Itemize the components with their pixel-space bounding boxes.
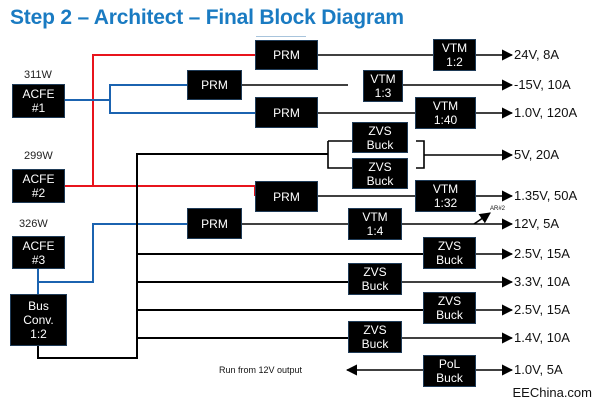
prm-label: PRM <box>273 48 300 62</box>
output-label: 5V, 20A <box>514 147 560 162</box>
ar-annotation: AR#2 <box>490 206 506 212</box>
buck-label: Buck <box>436 308 463 322</box>
buck-label: Buck <box>366 137 394 152</box>
zvs-label: ZVS <box>363 323 387 337</box>
black-bus <box>37 153 423 359</box>
zvs-buck-5v-b: ZVS Buck <box>352 158 408 189</box>
acfe1-label: ACFE <box>22 87 55 101</box>
zvs-buck-2v5-b: ZVS Buck <box>423 292 476 324</box>
vtm-ratio: 1:4 <box>366 224 384 238</box>
run-from-12v-note: Run from 12V output <box>219 365 303 375</box>
vtm-label: VTM <box>362 210 388 224</box>
acfe2-number: #2 <box>31 186 46 200</box>
output-label: 1.0V, 5A <box>514 362 563 377</box>
output-label: 24V, 8A <box>514 47 560 62</box>
vtm-ratio: 1:40 <box>433 113 458 127</box>
zvs-buck-3v3: ZVS Buck <box>348 263 402 295</box>
acfe-block-3: ACFE #3 <box>12 236 65 269</box>
acfe-block-2: ACFE #2 <box>12 169 65 203</box>
prm-label: PRM <box>201 78 228 92</box>
output-arrows <box>345 49 514 376</box>
acfe2-label: ACFE <box>22 172 55 186</box>
bus-converter-block: Bus Conv. 1:2 <box>10 294 67 346</box>
prm-label: PRM <box>273 189 300 204</box>
zvs-buck-2v5-a: ZVS Buck <box>423 237 476 269</box>
pol-buck-block: PoL Buck <box>423 355 476 387</box>
zvs-label: ZVS <box>437 294 462 308</box>
output-label: 2.5V, 15A <box>514 302 570 317</box>
output-label: 2.5V, 15A <box>514 246 570 261</box>
vtm-label: VTM <box>441 41 468 55</box>
zvs-label: ZVS <box>437 239 462 253</box>
zvs-label: ZVS <box>363 265 387 279</box>
vtm-block-1-32: VTM 1:32 <box>415 180 476 212</box>
chain-lines <box>242 54 433 225</box>
acfe1-number: #1 <box>31 101 46 115</box>
prm-block-1v35: PRM <box>255 181 318 212</box>
prm-label: PRM <box>273 105 300 120</box>
bus-conv-l3: 1:2 <box>30 327 47 341</box>
pol-label: PoL <box>438 357 461 371</box>
acfe3-number: #3 <box>31 252 46 267</box>
vtm-block-1-4: VTM 1:4 <box>348 208 402 240</box>
vtm-block-1-40: VTM 1:40 <box>415 97 476 129</box>
buck-label: Buck <box>361 337 389 351</box>
bus-conv-l1: Bus <box>28 299 49 313</box>
prm-block-24v: PRM <box>255 40 318 70</box>
vtm-label: VTM <box>432 182 459 196</box>
zvs-label: ZVS <box>368 123 392 138</box>
watermark: EEChina.com <box>512 385 592 400</box>
prm-block-neg15v: PRM <box>187 70 242 100</box>
buck-label: Buck <box>436 371 463 385</box>
buck-label: Buck <box>436 253 463 267</box>
buck-label: Buck <box>361 279 389 293</box>
output-label: 1.0V, 120A <box>514 105 578 120</box>
buck-label: Buck <box>366 173 394 188</box>
diagram-title: Step 2 – Architect – Final Block Diagram <box>10 6 404 29</box>
output-label: 12V, 5A <box>514 216 560 231</box>
acfe3-power: 326W <box>19 218 48 230</box>
vtm-block-1-2: VTM 1:2 <box>433 39 476 71</box>
prm-block-1v0: PRM <box>255 97 318 128</box>
title-underline <box>256 36 306 37</box>
prm-block-12v: PRM <box>187 208 242 239</box>
bus-conv-l2: Conv. <box>23 313 54 327</box>
blue-bus-3 <box>37 223 187 294</box>
zvs-buck-5v-a: ZVS Buck <box>352 122 408 153</box>
prm-label: PRM <box>201 216 228 231</box>
vtm-label: VTM <box>370 72 396 86</box>
zvs-buck-1v4: ZVS Buck <box>348 321 402 353</box>
vtm-ratio: 1:3 <box>374 86 392 100</box>
acfe-block-1: ACFE #1 <box>12 84 65 118</box>
output-label: 1.35V, 50A <box>514 188 578 203</box>
vtm-block-1-3: VTM 1:3 <box>363 70 403 102</box>
zvs-label: ZVS <box>368 159 392 174</box>
acfe3-label: ACFE <box>22 238 55 253</box>
output-label: 3.3V, 10A <box>514 274 570 289</box>
output-label: 1.4V, 10A <box>514 330 570 345</box>
vtm-ratio: 1:32 <box>433 196 458 210</box>
vtm-label: VTM <box>432 99 459 113</box>
acfe2-power: 299W <box>24 150 53 162</box>
blue-bus-1 <box>65 84 255 114</box>
vtm-ratio: 1:2 <box>446 55 463 69</box>
acfe1-power: 311W <box>24 69 52 81</box>
output-label: -15V, 10A <box>514 77 571 92</box>
